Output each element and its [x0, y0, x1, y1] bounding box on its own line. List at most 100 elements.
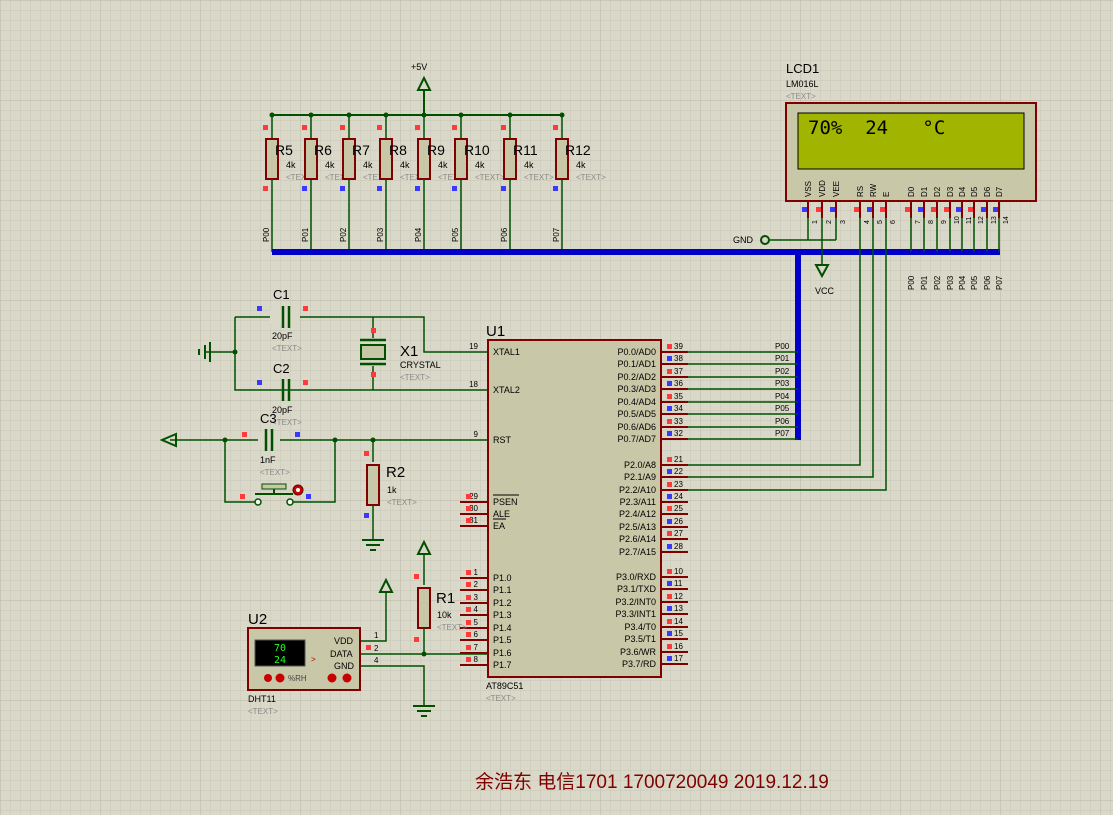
c1-ref: C1 [273, 287, 290, 302]
net-label: P02 [775, 367, 790, 376]
svg-text:28: 28 [674, 542, 683, 551]
resistor-text: <TEXT> [363, 173, 393, 182]
r2-value: 1k [387, 485, 397, 495]
resistor-value: 4k [325, 160, 335, 170]
net-label: P00 [907, 275, 916, 290]
svg-text:39: 39 [674, 342, 683, 351]
svg-text:32: 32 [674, 429, 683, 438]
resistor-value: 4k [576, 160, 586, 170]
lcd-pin-d1: D18 [918, 186, 935, 224]
dht-pin-vdd: VDD [334, 636, 354, 646]
increment-icon[interactable] [275, 673, 285, 683]
mcu-at89c51[interactable]: U1 AT89C51 <TEXT> 19XTAL118XTAL29RST29PS… [460, 323, 798, 703]
data-bus [272, 249, 1000, 440]
vcc-arrow-icon [416, 539, 432, 555]
svg-text:D6: D6 [983, 186, 992, 197]
resistor-ref: R12 [565, 142, 591, 158]
svg-text:6: 6 [890, 220, 897, 224]
dht-pin-data: DATA [330, 649, 353, 659]
dht-pin-gnd: GND [334, 661, 355, 671]
mcu-pin-p1.1: 2P1.1 [460, 580, 512, 595]
net-label: P05 [970, 275, 979, 290]
r1-text: <TEXT> [437, 623, 467, 632]
gnd-label: GND [733, 235, 754, 245]
dht-pin-num: 1 [374, 631, 379, 640]
svg-text:21: 21 [674, 455, 683, 464]
svg-text:5: 5 [877, 220, 884, 224]
lcd-screen [797, 112, 1025, 170]
svg-text:14: 14 [1003, 216, 1010, 224]
r2-ref: R2 [386, 464, 405, 481]
svg-text:D1: D1 [920, 186, 929, 197]
svg-text:P2.4/A12: P2.4/A12 [619, 509, 656, 519]
svg-text:14: 14 [674, 617, 683, 626]
svg-text:P1.1: P1.1 [493, 585, 512, 595]
lcd-module[interactable]: LCD1 LM016L <TEXT> 70% 24 °C VSS1VDD2VEE… [676, 61, 1037, 491]
svg-text:16: 16 [674, 642, 683, 651]
svg-text:P3.1/TXD: P3.1/TXD [617, 584, 657, 594]
svg-text:11: 11 [966, 217, 973, 224]
mcu-pin-p1.6: 7P1.6 [460, 643, 512, 658]
svg-text:P1.2: P1.2 [493, 598, 512, 608]
lcd-pin-d7: D7 14 [993, 186, 1010, 224]
resistor-text: <TEXT> [325, 173, 355, 182]
svg-text:P0.7/AD7: P0.7/AD7 [617, 434, 656, 444]
mcu-pin-p1.2: 3P1.2 [460, 593, 512, 608]
svg-text:D0: D0 [907, 186, 916, 197]
svg-text:P0.0/AD0: P0.0/AD0 [617, 347, 656, 357]
resistor-text: <TEXT> [286, 173, 316, 182]
net-label: P06 [983, 275, 992, 290]
resistor-value: 4k [286, 160, 296, 170]
dht-display [254, 639, 306, 667]
net-label: P01 [775, 354, 790, 363]
resistor-ref: R9 [427, 142, 445, 158]
vcc-arrow-icon [378, 577, 394, 593]
net-label: P06 [500, 227, 509, 242]
resistor-ref: R6 [314, 142, 332, 158]
resistor-ref: R5 [275, 142, 293, 158]
resistor-ref: R11 [513, 142, 538, 158]
pullup-network: +5V R54k<TEXT>P00R64k<TEXT>P01R74k<TEXT>… [262, 62, 606, 252]
svg-text:15: 15 [674, 629, 683, 638]
svg-text:10: 10 [954, 216, 961, 224]
svg-text:D7: D7 [995, 186, 1004, 197]
decrement-icon[interactable] [264, 674, 272, 682]
svg-text:29: 29 [469, 492, 478, 501]
lcd-pin-rs: RS4 [854, 186, 871, 224]
crystal-symbol [360, 344, 386, 360]
resistor-value: 4k [363, 160, 373, 170]
decrement-icon[interactable] [327, 673, 337, 683]
svg-text:P0.5/AD5: P0.5/AD5 [617, 409, 656, 419]
net-label: P02 [933, 275, 942, 290]
svg-text:P2.7/A15: P2.7/A15 [619, 547, 656, 557]
svg-text:P3.3/INT1: P3.3/INT1 [615, 609, 656, 619]
r2-text: <TEXT> [387, 498, 417, 507]
lcd-pin-e: E6 [880, 192, 897, 224]
svg-text:26: 26 [674, 517, 683, 526]
lcd-line1: 70% 24 °C [808, 117, 945, 139]
net-label: P05 [775, 404, 790, 413]
svg-text:EA: EA [493, 521, 505, 531]
svg-text:38: 38 [674, 354, 683, 363]
increment-icon[interactable] [342, 673, 352, 683]
